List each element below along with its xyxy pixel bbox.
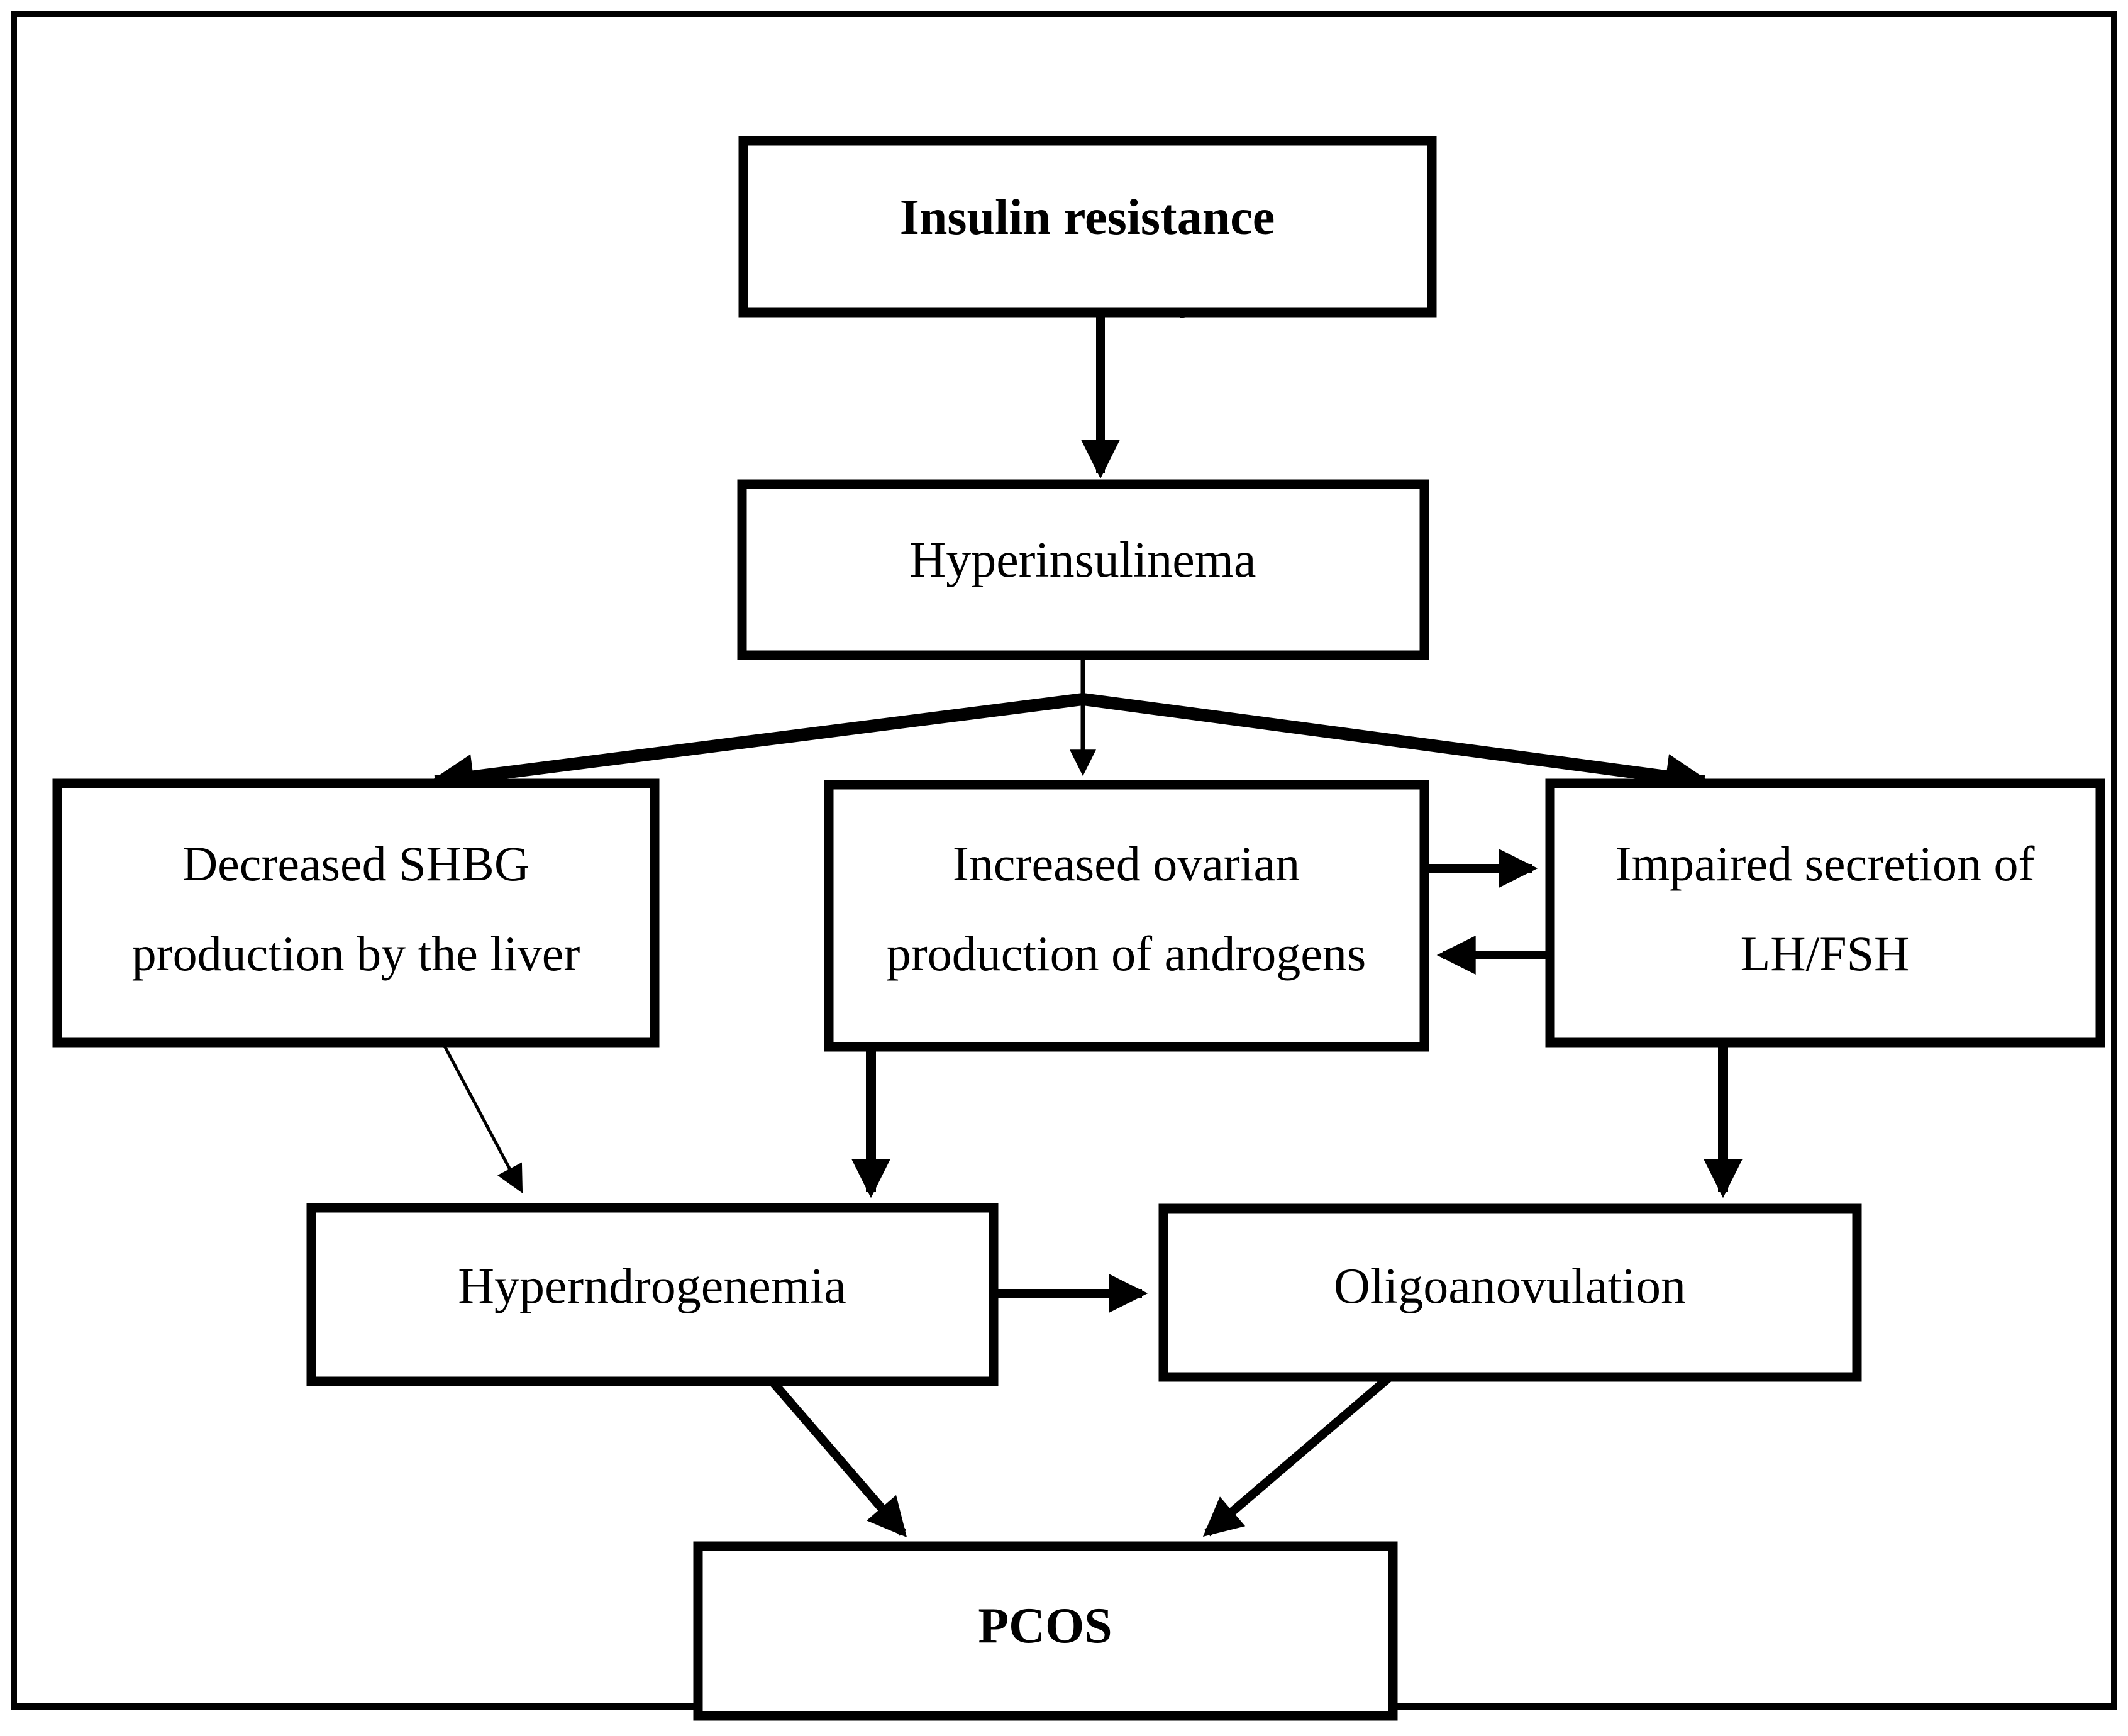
node-impaired-secretion-line1: Impaired secretion of (1615, 836, 2034, 891)
node-decreased-shbg: Decreased SHBG production by the liver (52, 778, 660, 1048)
node-hyperndrogenemia: Hyperndrogenemia (306, 1203, 999, 1386)
node-oligoanovulation: Oligoanovulation (1158, 1203, 1862, 1382)
edge-hyperinsulinema-to-impaired-secretion (1082, 693, 1711, 799)
node-oligoanovulation-label: Oligoanovulation (1334, 1259, 1686, 1314)
node-insulin-resistance-label: Insulin resistance (900, 190, 1275, 245)
node-hyperndrogenemia-label: Hyperndrogenemia (458, 1259, 846, 1314)
edge-hyperinsulinema-to-decreased-shbg (428, 693, 1084, 799)
node-impaired-secretion: Impaired secretion of LH/FSH (1545, 778, 2105, 1048)
node-hyperinsulinema: Hyperinsulinema (737, 479, 1429, 660)
node-insulin-resistance: Insulin resistance (738, 136, 1437, 318)
node-increased-ovarian: Increased ovarian production of androgen… (824, 780, 1429, 1052)
node-pcos-label: PCOS (978, 1598, 1112, 1654)
edge-hyperndrogenemia-to-pcos (768, 1378, 907, 1538)
node-decreased-shbg-line2: production by the liver (132, 926, 580, 981)
node-impaired-secretion-line2: LH/FSH (1741, 926, 1910, 981)
node-increased-ovarian-line1: Increased ovarian (953, 836, 1300, 891)
node-increased-ovarian-line2: production of androgens (887, 926, 1366, 981)
node-decreased-shbg-line1: Decreased SHBG (182, 836, 529, 891)
edge-oligoanovulation-to-pcos (1202, 1373, 1393, 1537)
node-hyperinsulinema-label: Hyperinsulinema (910, 533, 1256, 588)
node-pcos: PCOS (693, 1541, 1398, 1721)
edge-decreased-shbg-to-hyperndrogenemia (441, 1041, 523, 1193)
